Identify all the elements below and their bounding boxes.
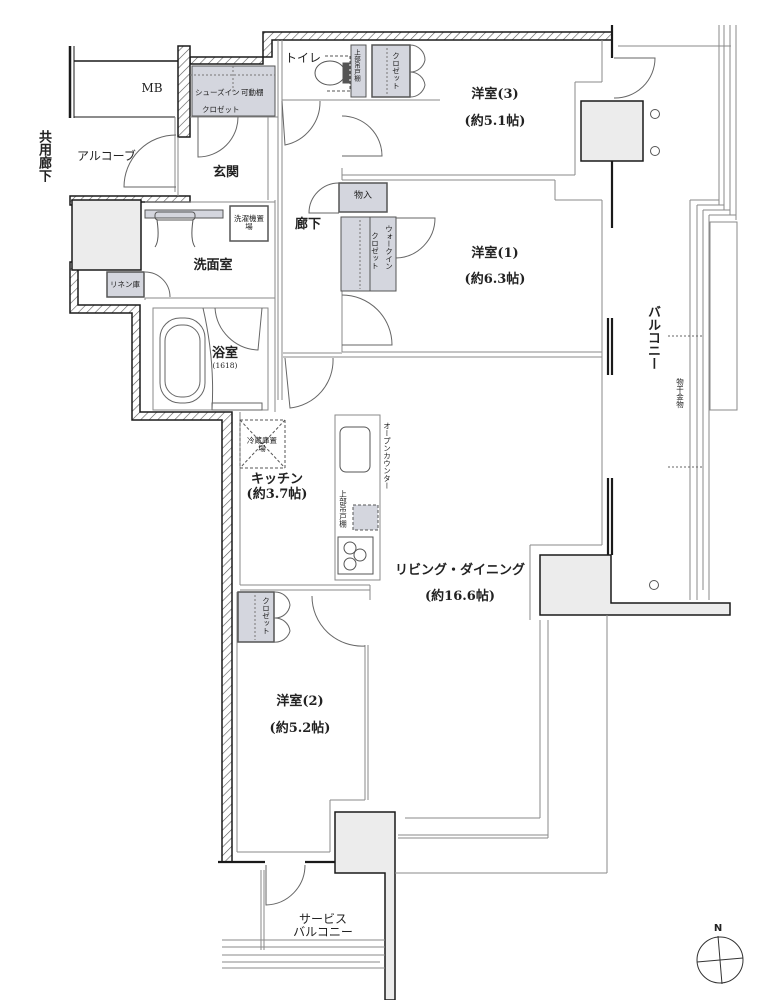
linen-label: リネン庫 <box>110 280 140 289</box>
closet-w2 <box>237 591 275 643</box>
living-name: リビング・ダイニング <box>394 563 526 578</box>
mb-label: MB <box>141 81 163 95</box>
washroom-label: 洗面室 <box>193 258 233 273</box>
kitchen-upper-shelf <box>352 504 379 531</box>
toilet-upper-shelf <box>350 44 367 98</box>
fridge-place <box>239 419 286 469</box>
western1-name: 洋室(1) <box>471 246 519 261</box>
shoes-shelf-label: 可動棚 <box>241 88 264 97</box>
pillar <box>334 811 396 1000</box>
storage-room-label: 物入 <box>353 191 373 201</box>
structural-walls <box>69 31 613 863</box>
wash-counter <box>144 209 224 219</box>
washbasin <box>154 211 196 248</box>
alcove-label: アルコーブ <box>77 149 136 163</box>
balcony-label: バルコニー <box>645 305 660 370</box>
service-balcony-line2: バルコニー <box>293 925 353 939</box>
shoes-in-label: シューズイン <box>195 88 240 97</box>
western2-name: 洋室(2) <box>276 694 324 709</box>
kitchen-shelf-label: 上部吊戸棚 <box>338 490 348 528</box>
western2-area: (約5.2帖) <box>269 721 331 736</box>
fridge-label: 冷蔵庫置場 <box>247 436 277 453</box>
interior-walls <box>144 25 738 969</box>
bath-size-label: (1618) <box>212 361 238 370</box>
common-corridor-label: 共用廊下 <box>36 130 51 182</box>
closet-w2-label: クロゼット <box>261 597 271 635</box>
compass-north-label: N <box>713 923 723 934</box>
kitchen-name: キッチン <box>250 472 304 487</box>
walk-in-closet-label: クロゼット <box>370 232 380 270</box>
pillar <box>580 100 644 162</box>
service-balcony-line1: サービス <box>298 912 348 926</box>
kitchen-area: (約3.7帖) <box>246 487 308 502</box>
pillar <box>539 554 731 616</box>
western3-name: 洋室(3) <box>471 87 519 102</box>
toilet-fixture <box>314 55 351 92</box>
bathtub <box>159 307 263 411</box>
kitchen-fixtures <box>337 426 374 575</box>
washer-place <box>229 205 269 242</box>
toilet-shelf-label: 上部吊戸棚 <box>352 49 361 82</box>
mb-box <box>68 46 178 118</box>
linen-closet <box>106 271 145 298</box>
closet-top <box>371 44 411 98</box>
toilet-label: トイレ <box>285 51 322 65</box>
shoes-closet-label: クロゼット <box>202 105 240 114</box>
counter-label: オープンカウンター <box>382 422 392 490</box>
pillar <box>71 199 142 271</box>
entrance-label: 玄関 <box>212 165 240 180</box>
compass-icon <box>696 935 744 985</box>
western3-area: (約5.1帖) <box>464 114 526 129</box>
walk-in-closet <box>340 216 397 292</box>
bath-label: 浴室 <box>211 346 239 361</box>
living-area: (約16.6帖) <box>425 589 495 604</box>
washer-label: 洗濯機置場 <box>234 214 264 231</box>
western1-area: (約6.3帖) <box>464 272 526 287</box>
drain-icons <box>649 109 660 590</box>
closet-top-label: クロゼット <box>391 52 401 90</box>
walk-in-label: ウォークイン <box>384 225 394 270</box>
laundry-hardware-label: 物干金物 <box>675 378 685 408</box>
storage-room <box>338 182 388 213</box>
doors <box>123 44 656 906</box>
hallway-label: 廊下 <box>294 217 322 232</box>
